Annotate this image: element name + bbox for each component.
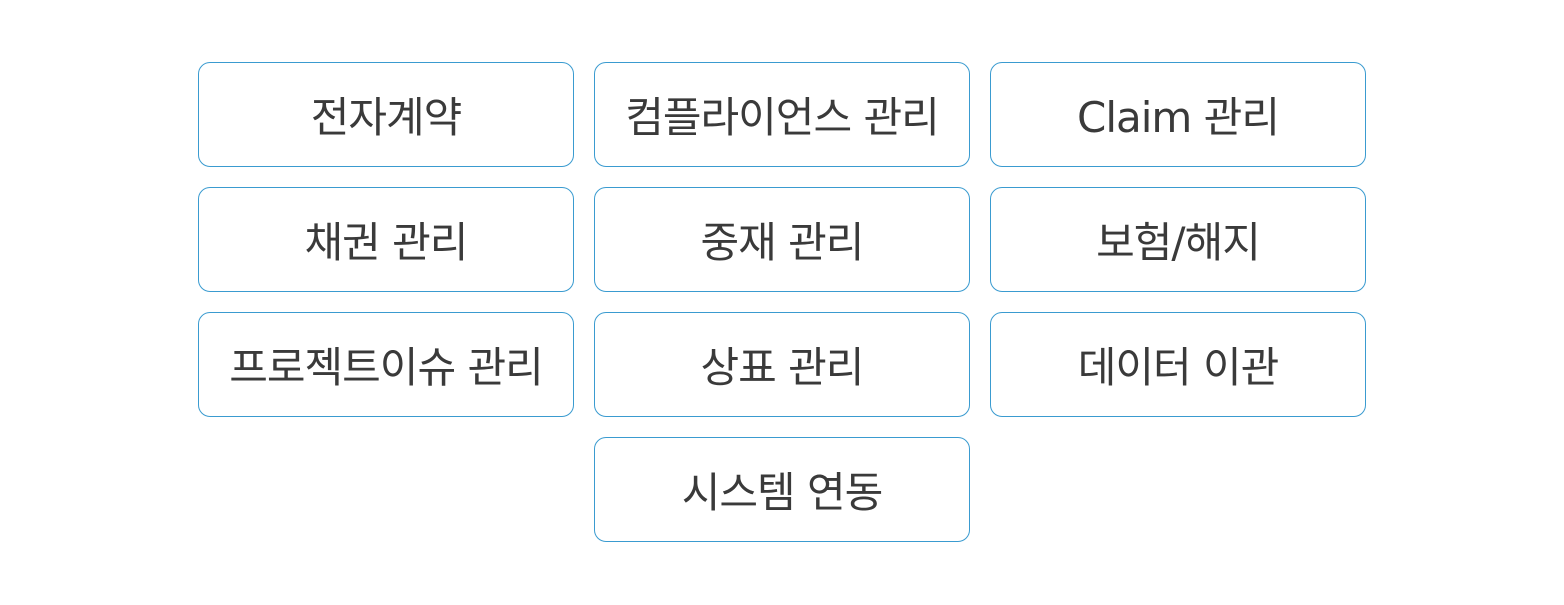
menu-item-label: 채권 관리 — [304, 218, 469, 267]
menu-item-label: 상표 관리 — [700, 343, 865, 392]
menu-item-compliance[interactable]: 컴플라이언스 관리 — [594, 62, 970, 167]
menu-item-label: Claim 관리 — [1077, 93, 1280, 142]
menu-item-arbitration[interactable]: 중재 관리 — [594, 187, 970, 292]
menu-item-project-issue[interactable]: 프로젝트이슈 관리 — [198, 312, 574, 417]
menu-item-system-integration[interactable]: 시스템 연동 — [594, 437, 970, 542]
menu-item-receivables[interactable]: 채권 관리 — [198, 187, 574, 292]
menu-item-claim[interactable]: Claim 관리 — [990, 62, 1366, 167]
menu-item-insurance-termination[interactable]: 보험/해지 — [990, 187, 1366, 292]
menu-item-label: 데이터 이관 — [1077, 343, 1280, 392]
menu-item-label: 보험/해지 — [1096, 218, 1261, 267]
menu-item-trademark[interactable]: 상표 관리 — [594, 312, 970, 417]
menu-item-label: 전자계약 — [310, 93, 463, 142]
menu-item-label: 컴플라이언스 관리 — [625, 93, 939, 142]
menu-item-label: 중재 관리 — [700, 218, 865, 267]
feature-menu-grid: 전자계약 컴플라이언스 관리 Claim 관리 채권 관리 중재 관리 보험/해… — [198, 62, 1366, 542]
menu-item-data-migration[interactable]: 데이터 이관 — [990, 312, 1366, 417]
menu-item-label: 시스템 연동 — [681, 468, 884, 517]
menu-item-label: 프로젝트이슈 관리 — [229, 343, 543, 392]
menu-item-e-contract[interactable]: 전자계약 — [198, 62, 574, 167]
